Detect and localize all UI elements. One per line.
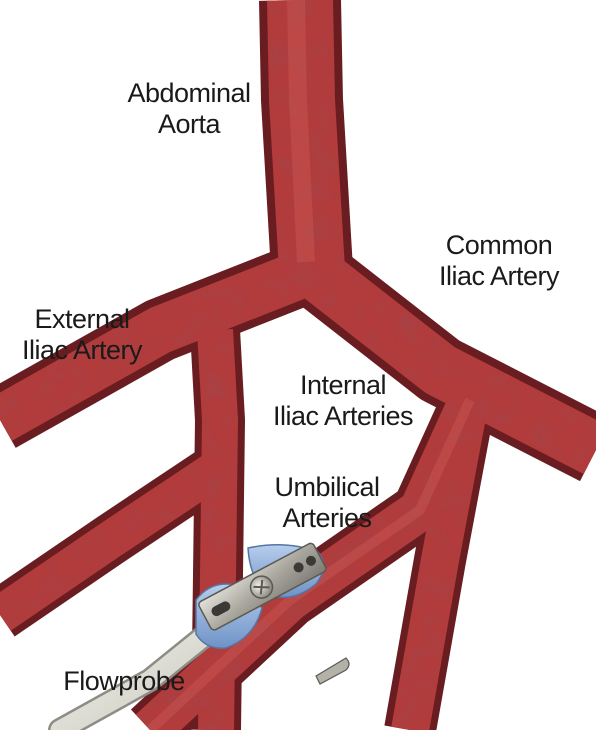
umbilical-arteries-label: Umbilical Arteries (262, 472, 392, 534)
abdominal-aorta-label: Abdominal Aorta (118, 78, 260, 140)
flowprobe-clip (316, 658, 349, 684)
internal-iliac-arteries-label: Internal Iliac Arteries (268, 370, 418, 432)
label-line: Common (428, 230, 570, 261)
label-line: Iliac Artery (428, 261, 570, 292)
label-line: Iliac Artery (12, 335, 152, 366)
label-line: External (12, 304, 152, 335)
label-line: Internal (268, 370, 418, 401)
external-iliac-artery-label: External Iliac Artery (12, 304, 152, 366)
common-iliac-artery-label: Common Iliac Artery (428, 230, 570, 292)
label-line: Iliac Arteries (268, 401, 418, 432)
label-line: Arteries (262, 503, 392, 534)
flowprobe-label: Flowprobe (44, 666, 204, 697)
label-line: Aorta (118, 109, 260, 140)
label-line: Abdominal (118, 78, 260, 109)
label-line: Umbilical (262, 472, 392, 503)
